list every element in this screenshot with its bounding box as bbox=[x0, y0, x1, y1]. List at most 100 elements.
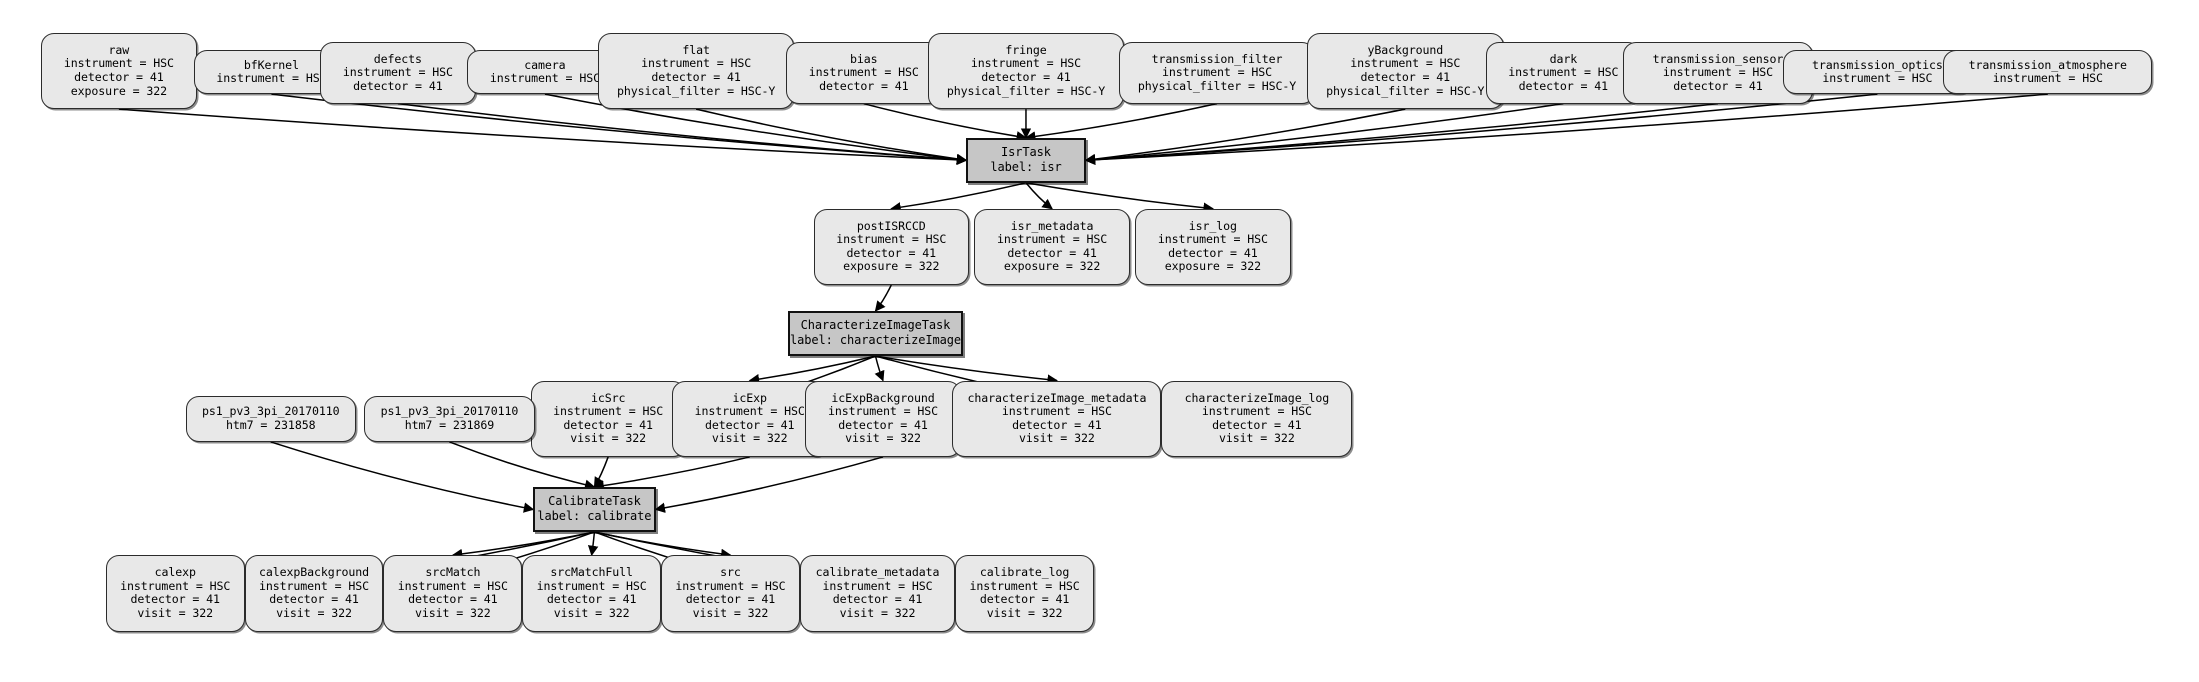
node-dimension: physical_filter = HSC-Y bbox=[1137, 78, 1297, 93]
edge-ps1_a-to-CalibrateTask bbox=[270, 441, 535, 513]
node-dimension: detector = 41 bbox=[130, 592, 220, 607]
node-title: ps1_pv3_3pi_20170110 bbox=[201, 404, 340, 419]
node-dimension: detector = 41 bbox=[832, 592, 923, 607]
node-dimension: visit = 322 bbox=[1219, 431, 1295, 446]
node-dimension: instrument = HSC bbox=[1161, 65, 1273, 80]
node-dimension: visit = 322 bbox=[137, 605, 214, 620]
edge-dark-to-IsrTask bbox=[1084, 102, 1564, 165]
edge-CharacterizeImageTask-to-icExpBackground bbox=[874, 355, 885, 382]
node-dimension: visit = 322 bbox=[711, 431, 788, 446]
node-dimension: instrument = HSC bbox=[675, 578, 786, 593]
node-dimension: detector = 41 bbox=[563, 417, 653, 432]
node-dimension: label: characterizeImage bbox=[789, 333, 961, 348]
node-title: characterizeImage_metadata bbox=[967, 390, 1147, 405]
node-dimension: physical_filter = HSC-Y bbox=[616, 83, 776, 98]
node-dimension: instrument = HSC bbox=[694, 404, 805, 419]
edge-icExp-to-CalibrateTask bbox=[593, 456, 750, 491]
edge-yBackground-to-IsrTask bbox=[1084, 108, 1406, 165]
node-dimension: detector = 41 bbox=[1212, 417, 1302, 432]
node-title: transmission_optics bbox=[1812, 57, 1943, 72]
node-dimension: detector = 41 bbox=[1007, 245, 1097, 260]
node-dimension: label: calibrate bbox=[537, 509, 652, 524]
node-dimension: instrument = HSC bbox=[1662, 65, 1773, 80]
node-dimension: instrument = HSC bbox=[342, 65, 453, 80]
node-dimension: detector = 41 bbox=[1012, 417, 1102, 432]
node-dimension: detector = 41 bbox=[74, 69, 164, 84]
node-dimension: htm7 = 231869 bbox=[404, 417, 495, 432]
edge-transmission_atmosphere-to-IsrTask bbox=[1084, 93, 2048, 166]
node-title: CharacterizeImageTask bbox=[800, 318, 951, 333]
node-dimension: visit = 322 bbox=[1019, 431, 1095, 446]
edge-IsrTask-to-postISRCCD bbox=[890, 182, 1027, 213]
node-dimension: instrument = HSC bbox=[397, 578, 508, 593]
node-dimension: instrument = HSC bbox=[1350, 56, 1461, 71]
node-title: isr_metadata bbox=[1010, 218, 1094, 233]
node-title: transmission_atmosphere bbox=[1968, 57, 2127, 72]
edge-icExpBackground-to-CalibrateTask bbox=[654, 456, 884, 513]
edge-CalibrateTask-to-srcMatch bbox=[451, 531, 595, 560]
node-dimension: visit = 322 bbox=[986, 605, 1063, 620]
node-dimension: physical_filter = HSC-Y bbox=[946, 83, 1106, 98]
node-dimension: detector = 41 bbox=[353, 78, 443, 93]
node-dimension: instrument = HSC bbox=[1157, 232, 1268, 247]
node-dimension: detector = 41 bbox=[846, 245, 937, 260]
node-title: yBackground bbox=[1367, 42, 1444, 57]
node-dimension: instrument = HSC bbox=[553, 404, 664, 419]
node-title: icExp bbox=[732, 390, 768, 405]
node-dimension: instrument = HSC bbox=[536, 578, 647, 593]
node-dimension: label: isr bbox=[990, 160, 1062, 175]
node-title: defects bbox=[373, 51, 422, 66]
node-title: characterizeImage_log bbox=[1184, 390, 1330, 405]
node-title: CalibrateTask bbox=[548, 494, 641, 509]
edge-raw-to-IsrTask bbox=[118, 108, 968, 166]
node-dimension: exposure = 322 bbox=[1164, 259, 1262, 274]
edge-CalibrateTask-to-srcMatchFull bbox=[587, 531, 599, 557]
node-dimension: visit = 322 bbox=[845, 431, 921, 446]
node-dimension: instrument = HSC bbox=[258, 578, 370, 593]
node-title: camera bbox=[524, 57, 566, 72]
node-title: bfKernel bbox=[243, 57, 299, 72]
node-dimension: detector = 41 bbox=[685, 592, 776, 607]
node-title: icSrc bbox=[590, 390, 626, 405]
node-dimension: instrument = HSC bbox=[997, 232, 1108, 247]
edge-CalibrateTask-to-src bbox=[594, 531, 732, 560]
node-dimension: instrument = HSC bbox=[808, 65, 919, 80]
node-dimension: instrument = HSC bbox=[1508, 65, 1619, 80]
node-dimension: detector = 41 bbox=[979, 592, 1070, 607]
node-title: src bbox=[720, 565, 741, 580]
node-dimension: visit = 322 bbox=[570, 431, 646, 446]
node-dimension: detector = 41 bbox=[1518, 78, 1609, 93]
node-dimension: visit = 322 bbox=[692, 605, 769, 620]
